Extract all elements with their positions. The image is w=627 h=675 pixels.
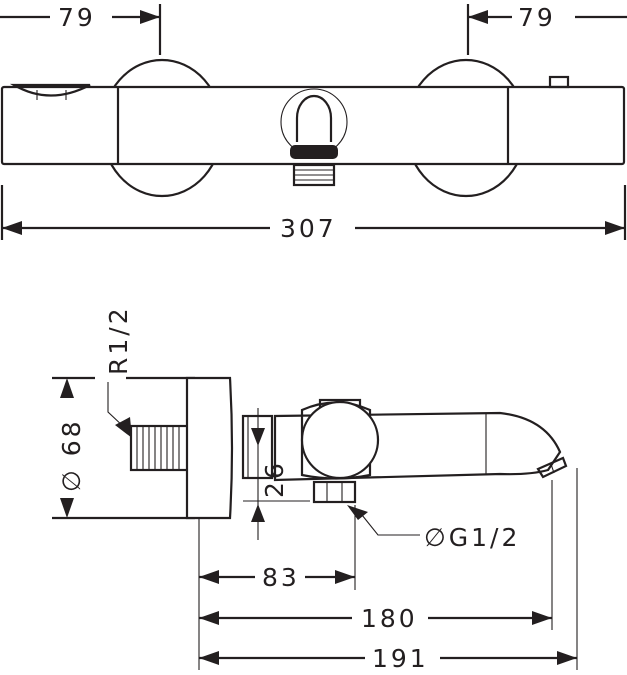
dimension-191: 191 <box>199 644 577 673</box>
dimension-label: 180 <box>361 604 418 633</box>
dimension-label: 79 <box>518 3 556 32</box>
dimension-83: 83 <box>199 563 355 592</box>
safety-button <box>548 75 570 89</box>
inlet-thread <box>129 424 190 472</box>
inlet-thread-label: R1/2 <box>104 305 133 438</box>
mixer-body-side <box>273 398 568 482</box>
dimension-68: ∅ 68 <box>52 376 195 520</box>
outlet-nut <box>312 480 357 504</box>
thread-label: R1/2 <box>104 305 133 375</box>
dimension-180: 180 <box>199 604 552 633</box>
dimension-label: 79 <box>58 3 96 32</box>
extension-lines <box>198 468 578 670</box>
rosette-side <box>185 376 234 520</box>
top-view: 79 79 <box>0 3 627 243</box>
outlet-thread-label: ∅G1/2 <box>347 505 520 552</box>
thread-label: ∅G1/2 <box>424 523 520 552</box>
hose-outlet-top <box>280 88 348 187</box>
dimension-79-left: 79 <box>0 3 162 55</box>
dimension-label: 83 <box>262 563 300 592</box>
dimension-307: 307 <box>0 185 627 243</box>
dimension-label: ∅ 68 <box>57 418 86 492</box>
mixer-body-top <box>0 75 626 166</box>
dimension-26: 26 <box>243 408 310 540</box>
dimension-label: 307 <box>280 214 337 243</box>
dimension-label: 191 <box>372 644 429 673</box>
side-view: ∅ 68 R1/2 <box>52 305 578 673</box>
dimension-label: 26 <box>260 460 289 498</box>
dimension-79-right: 79 <box>466 3 627 55</box>
